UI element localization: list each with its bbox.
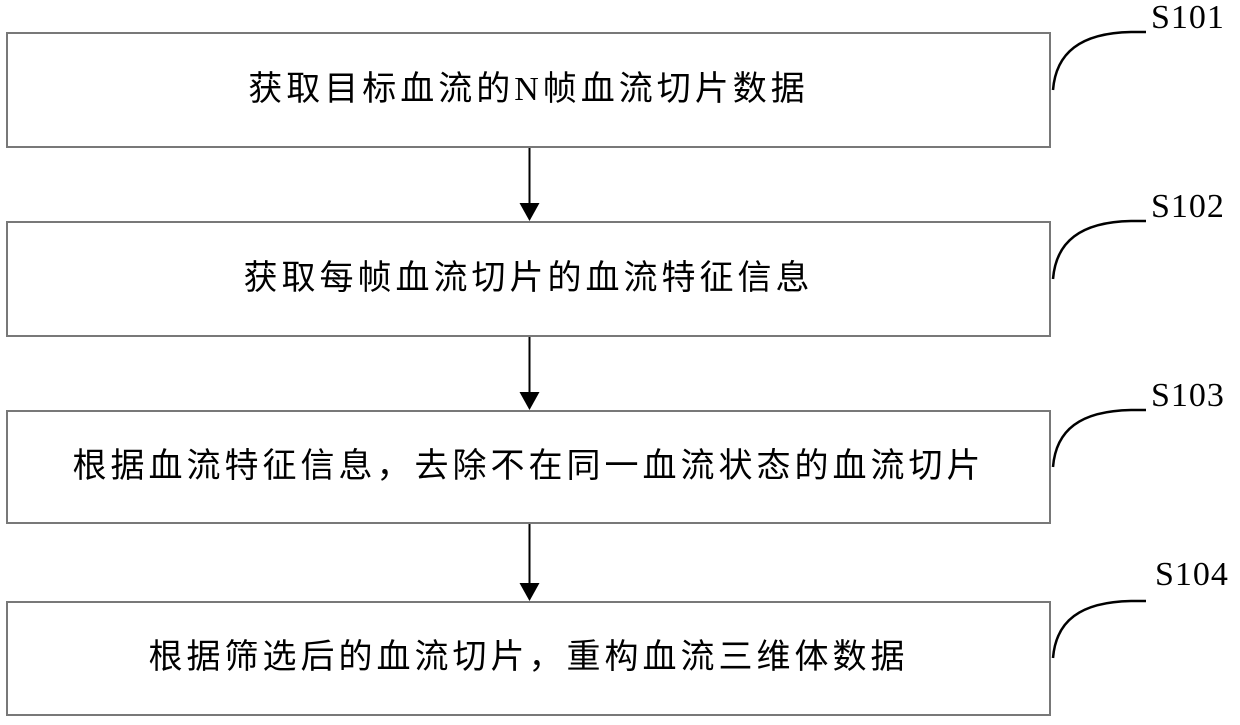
leader-line-s103 xyxy=(1051,408,1146,468)
step-label-s102: S102 xyxy=(1151,188,1225,225)
step-label-s103: S103 xyxy=(1151,377,1225,414)
flow-box-step3-text: 根据血流特征信息，去除不在同一血流状态的血流切片 xyxy=(72,447,985,485)
flow-box-step4-text: 根据筛选后的血流切片，重构血流三维体数据 xyxy=(148,639,909,677)
flow-box-step2: 获取每帧血流切片的血流特征信息 xyxy=(6,221,1051,337)
arrow-step3-to-step4 xyxy=(519,524,540,601)
leader-line-s104 xyxy=(1051,599,1146,659)
leader-line-s101 xyxy=(1051,30,1146,91)
arrow-step1-to-step2 xyxy=(519,148,540,221)
flow-box-step2-text: 获取每帧血流切片的血流特征信息 xyxy=(243,259,814,297)
leader-line-s102 xyxy=(1051,219,1146,280)
step-label-s101: S101 xyxy=(1151,0,1225,36)
flow-box-step1: 获取目标血流的N帧血流切片数据 xyxy=(6,32,1051,148)
step-label-s104: S104 xyxy=(1155,556,1229,593)
flow-box-step4: 根据筛选后的血流切片，重构血流三维体数据 xyxy=(6,601,1051,716)
arrow-step2-to-step3 xyxy=(519,337,540,410)
flow-box-step1-text: 获取目标血流的N帧血流切片数据 xyxy=(248,70,809,108)
flow-box-step3: 根据血流特征信息，去除不在同一血流状态的血流切片 xyxy=(6,410,1051,524)
